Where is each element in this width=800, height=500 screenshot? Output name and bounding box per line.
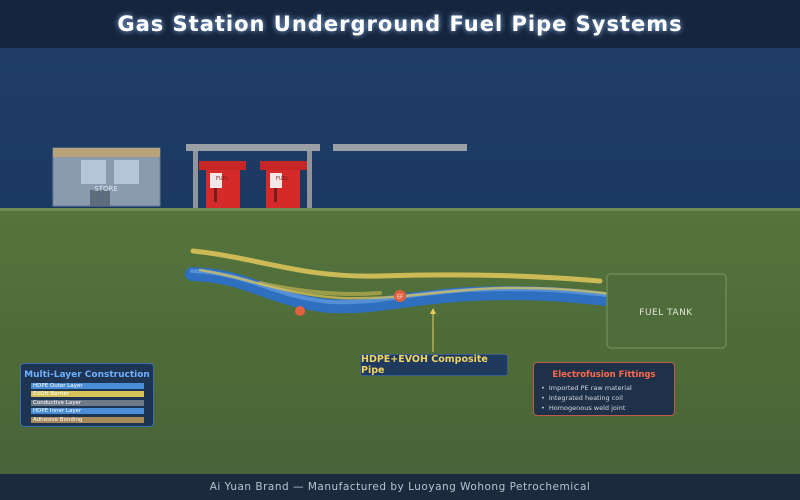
store-label: STORE	[94, 185, 118, 193]
ef-marker-label: EF	[397, 295, 403, 301]
pump-2-label: FUEL	[276, 176, 289, 182]
pump-1-label: FUEL	[216, 176, 229, 182]
fuel-tank-label: FUEL TANK	[639, 308, 693, 318]
evoh-upper-line	[190, 248, 603, 284]
fuel-pump-2: FUEL	[260, 161, 307, 208]
electrofusion-item: •Homogenous weld joint	[541, 403, 674, 413]
bullet-icon: •	[541, 394, 545, 402]
pipe-callout-arrow	[430, 308, 436, 352]
electrofusion-list: •Imported PE raw material•Integrated hea…	[534, 383, 674, 413]
electrofusion-item-text: Imported PE raw material	[548, 384, 632, 392]
pipe-label: HDPE+EVOH Composite Pipe	[360, 354, 508, 376]
layer-row: Conductive Layer	[31, 399, 144, 406]
layer-row: HDPE Outer Layer	[31, 382, 144, 389]
footer-text: Ai Yuan Brand — Manufactured by Luoyang …	[209, 481, 591, 493]
bullet-icon: •	[541, 404, 545, 412]
electrofusion-marker-dot	[295, 306, 305, 316]
fuel-pump-1: FUEL	[199, 161, 246, 208]
electrofusion-title: Electrofusion Fittings	[552, 370, 656, 380]
store-building: STORE	[52, 147, 161, 207]
layer-row: Adhesive Bonding	[31, 416, 144, 423]
electrofusion-item-text: Integrated heating coil	[548, 394, 623, 402]
multi-layer-panel: Multi-Layer Construction HDPE Outer Laye…	[20, 363, 154, 427]
pipe-label-text: HDPE+EVOH Composite Pipe	[361, 354, 488, 376]
electrofusion-item: •Imported PE raw material	[541, 383, 674, 393]
electrofusion-marker-ef: EF	[394, 290, 406, 302]
scene-illustration: STORE FUEL FUEL FUEL TANK EF	[52, 144, 727, 352]
electrofusion-item: •Integrated heating coil	[541, 393, 674, 403]
electrofusion-item-text: Homogenous weld joint	[548, 404, 626, 412]
multi-layer-title: Multi-Layer Construction	[24, 370, 150, 380]
electrofusion-panel: Electrofusion Fittings •Imported PE raw …	[533, 362, 675, 416]
fuel-tank: FUEL TANK	[606, 273, 727, 349]
page-title: Gas Station Underground Fuel Pipe System…	[117, 12, 683, 36]
composite-pipe	[185, 267, 621, 314]
layer-row: HDPE Inner Layer	[31, 408, 144, 414]
title-bar: Gas Station Underground Fuel Pipe System…	[0, 0, 800, 48]
layer-row: EVOH Barrier	[31, 391, 144, 397]
footer: Ai Yuan Brand — Manufactured by Luoyang …	[0, 474, 800, 500]
bullet-icon: •	[541, 384, 545, 392]
fuel-canopy	[186, 144, 467, 208]
